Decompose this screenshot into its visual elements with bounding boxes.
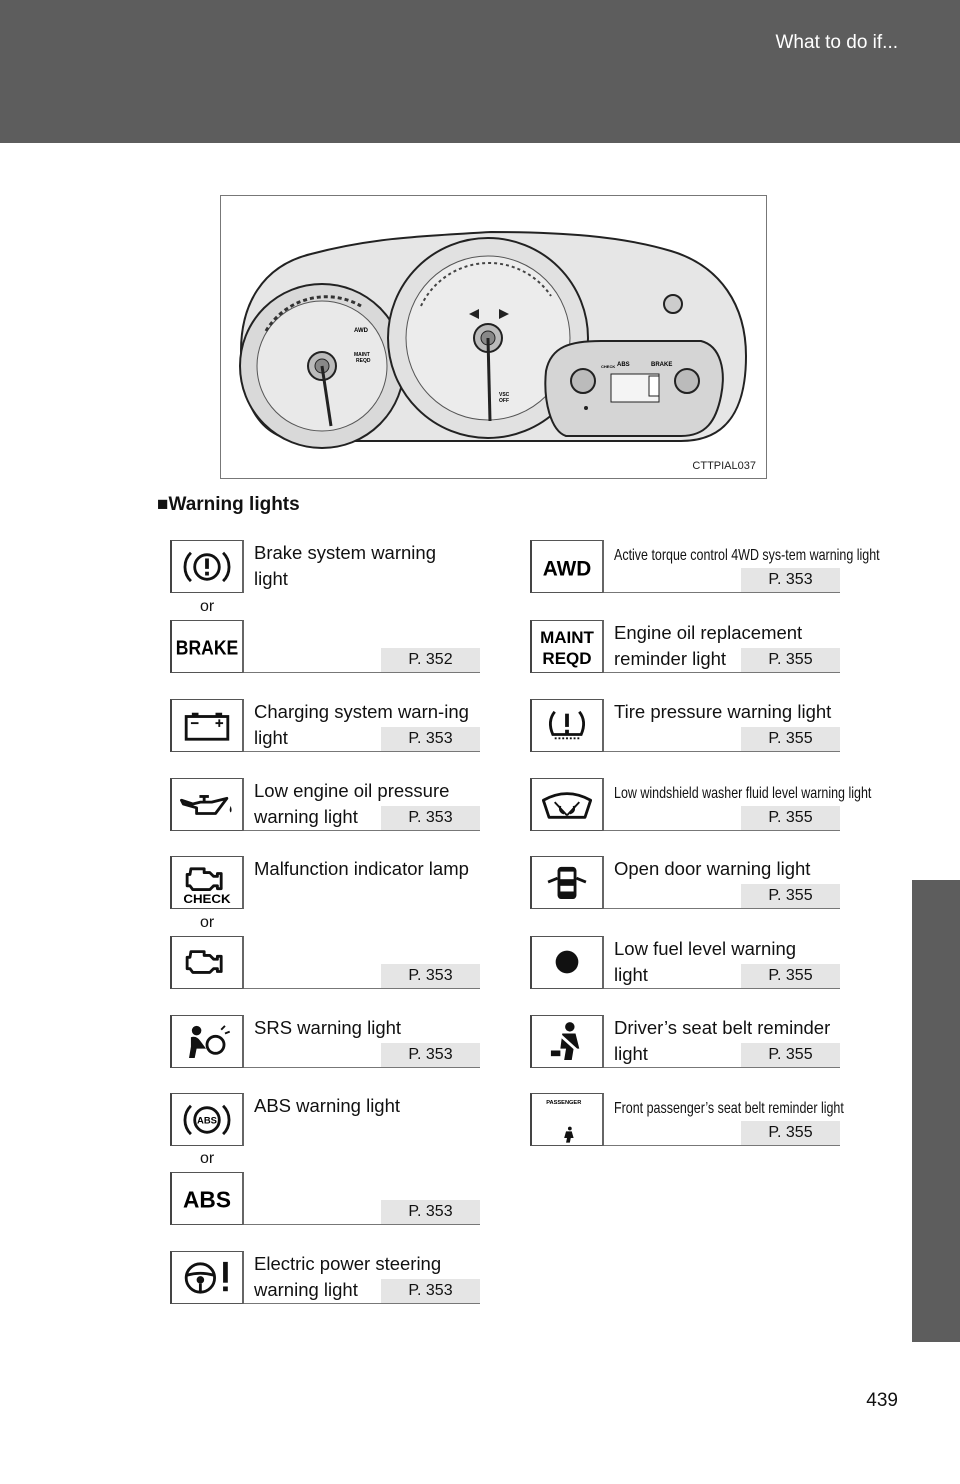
brake-system-label: Brake system warning light — [254, 542, 436, 589]
oil-can-icon — [170, 778, 244, 831]
awd-label: Active torque control 4WD sys-tem warnin… — [614, 547, 880, 564]
washer-page-ref: P. 355 — [741, 806, 840, 830]
door-page-ref: P. 355 — [741, 884, 840, 908]
brake-system-icon — [170, 540, 244, 593]
fuel-entry: Low fuel level warning light P. 355 — [530, 936, 840, 992]
charging-page-ref: P. 353 — [381, 727, 480, 751]
brake-icon-text: BRAKE — [176, 638, 238, 660]
maint-label: Engine oil replacement reminder light — [614, 622, 803, 669]
fuel-page-ref: P. 355 — [741, 964, 840, 988]
abs-alt-entry: ABS P. 353 — [170, 1172, 480, 1228]
oil-pressure-entry: Low engine oil pressure warning light P.… — [170, 778, 480, 834]
oil-pressure-page-ref: P. 353 — [381, 806, 480, 830]
srs-airbag-icon — [170, 1015, 244, 1068]
abs-label: ABS warning light — [254, 1095, 401, 1116]
instrument-cluster-illustration: AWD MAINT REQD VSC OFF CHECK ABS BRAKE — [239, 230, 748, 449]
or-text-malfunction: or — [200, 914, 215, 931]
cluster-brake-text: BRAKE — [651, 362, 672, 368]
section-heading: ■Warning lights — [157, 494, 300, 515]
passenger-belt-icon: PASSENGER — [530, 1093, 604, 1146]
eps-entry: Electric power steering warning light P.… — [170, 1251, 480, 1307]
srs-page-ref: P. 353 — [381, 1043, 480, 1067]
tire-pressure-icon — [530, 699, 604, 752]
maint-icon-text: MAINT — [540, 628, 594, 647]
door-label: Open door warning light — [614, 858, 811, 879]
header-title: What to do if... — [775, 32, 899, 53]
awd-entry: AWD Active torque control 4WD sys-tem wa… — [530, 540, 880, 596]
seat-belt-icon — [530, 1015, 604, 1068]
maint-page-ref: P. 355 — [741, 648, 840, 672]
brake-alt-entry: BRAKE P. 352 — [170, 620, 480, 676]
charging-entry: Charging system warn-ing light P. 353 — [170, 699, 480, 755]
chapter-tab — [912, 880, 960, 1342]
malfunction-page-ref: P. 353 — [381, 964, 480, 988]
washer-fluid-icon — [530, 778, 604, 831]
page-number: 439 — [866, 1390, 898, 1411]
awd-icon: AWD — [530, 540, 604, 593]
malfunction-label: Malfunction indicator lamp — [254, 858, 469, 879]
page-header: What to do if... — [0, 0, 960, 143]
open-door-icon — [530, 856, 604, 909]
driver-belt-label: Driver’s seat belt reminder light — [614, 1017, 831, 1064]
steering-warning-icon — [170, 1251, 244, 1304]
abs-circle-text: ABS — [197, 1116, 217, 1127]
or-text-brake: or — [200, 598, 215, 615]
door-entry: Open door warning light P. 355 — [530, 856, 840, 912]
cluster-awd-text: AWD — [354, 328, 369, 334]
passenger-icon-text: PASSENGER — [546, 1100, 581, 1106]
brake-system-page-ref: P. 352 — [381, 648, 480, 672]
figure-code: CTTPIAL037 — [692, 460, 756, 472]
fuel-label: Low fuel level warning light — [614, 938, 797, 985]
fuel-dot-icon — [530, 936, 604, 989]
awd-page-ref: P. 353 — [741, 568, 840, 592]
check-engine-icon: CHECK — [170, 856, 244, 909]
abs-circle-icon: ABS — [170, 1093, 244, 1146]
or-text-abs: or — [200, 1150, 215, 1167]
engine-icon — [170, 936, 244, 989]
cluster-reqd-text: REQD — [356, 358, 371, 364]
abs-entry: ABS ABS warning light — [170, 1093, 480, 1149]
malfunction-entry: CHECK Malfunction indicator lamp — [170, 856, 480, 912]
cluster-off-text: OFF — [499, 398, 509, 404]
passenger-belt-page-ref: P. 355 — [741, 1121, 840, 1145]
reqd-icon-text: REQD — [542, 649, 591, 668]
abs-text-icon: ABS — [170, 1172, 244, 1225]
cluster-abs-text: ABS — [617, 362, 630, 368]
check-icon-text: CHECK — [183, 892, 230, 906]
passenger-belt-label: Front passenger’s seat belt reminder lig… — [614, 1100, 844, 1117]
passenger-belt-entry: PASSENGER Front passenger’s seat belt re… — [530, 1093, 844, 1149]
driver-belt-entry: Driver’s seat belt reminder light P. 355 — [530, 1015, 840, 1071]
brake-system-entry: Brake system warning light — [170, 540, 480, 596]
abs-icon-text: ABS — [183, 1186, 231, 1212]
awd-icon-text: AWD — [543, 557, 592, 580]
srs-entry: SRS warning light P. 353 — [170, 1015, 480, 1071]
maint-reqd-icon: MAINT REQD — [530, 620, 604, 673]
oil-pressure-label: Low engine oil pressure warning light — [254, 780, 450, 827]
cluster-maint-text: MAINT — [354, 352, 370, 358]
cluster-check-text: CHECK — [601, 364, 615, 369]
eps-label: Electric power steering warning light — [254, 1253, 442, 1300]
charging-label: Charging system warn-ing light — [254, 701, 469, 748]
eps-page-ref: P. 353 — [381, 1279, 480, 1303]
maint-entry: MAINT REQD Engine oil replacement reminde… — [530, 620, 840, 676]
cluster-vsc-text: VSC — [499, 392, 510, 398]
driver-belt-page-ref: P. 355 — [741, 1043, 840, 1067]
tire-page-ref: P. 355 — [741, 727, 840, 751]
instrument-cluster-figure: AWD MAINT REQD VSC OFF CHECK ABS BRAKE C… — [220, 195, 767, 479]
brake-text-icon: BRAKE — [170, 620, 244, 673]
battery-icon — [170, 699, 244, 752]
abs-page-ref: P. 353 — [381, 1200, 480, 1224]
tire-label: Tire pressure warning light — [614, 701, 832, 722]
tire-entry: Tire pressure warning light P. 355 — [530, 699, 840, 755]
srs-label: SRS warning light — [254, 1017, 402, 1038]
washer-entry: Low windshield washer fluid level warnin… — [530, 778, 871, 834]
malfunction-alt-entry: P. 353 — [170, 936, 480, 992]
washer-label: Low windshield washer fluid level warnin… — [614, 785, 872, 802]
